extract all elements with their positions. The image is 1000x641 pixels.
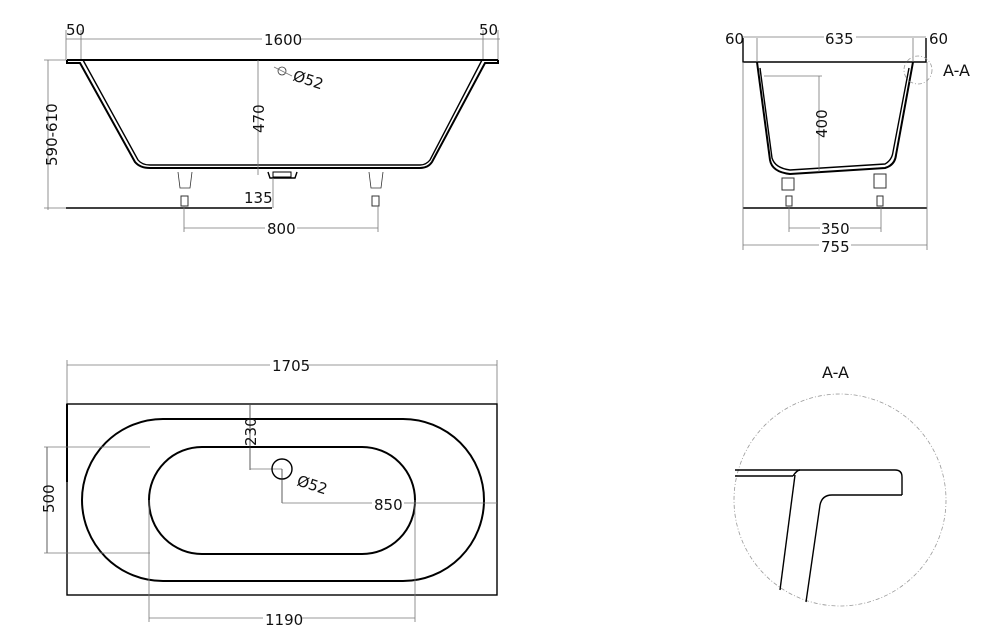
dim-side-rim-right: 50: [479, 21, 498, 39]
dim-end-rim-left: 60: [725, 30, 744, 48]
end-view: 60 635 60 A-A 400 350 755: [725, 29, 970, 256]
dim-side-feet: 800: [267, 220, 296, 238]
dim-top-inner-width: 500: [40, 484, 58, 513]
dim-top-drain-end: 850: [374, 496, 403, 514]
dim-side-length: 1600: [264, 31, 302, 49]
top-view: 1705 230 Ø52 850 500 1190: [40, 357, 498, 629]
dim-end-depth: 400: [813, 109, 831, 138]
dim-side-depth: 470: [250, 104, 268, 133]
section-marker: A-A: [943, 61, 970, 80]
side-view: 50 1600 50 590-610 470 Ø52 135 8: [43, 21, 500, 238]
dim-top-length: 1705: [272, 357, 310, 375]
dim-top-drain: Ø52: [295, 472, 330, 499]
dim-side-height: 590-610: [43, 103, 61, 166]
detail-title: A-A: [822, 363, 849, 382]
dim-side-drain: Ø52: [291, 67, 326, 94]
dim-side-drain-height: 135: [244, 189, 273, 207]
dim-side-rim-left: 50: [66, 21, 85, 39]
dim-end-total: 755: [821, 238, 850, 256]
dim-end-width: 635: [825, 30, 854, 48]
detail-view: A-A: [733, 363, 947, 607]
dim-top-drain-offset: 230: [242, 417, 260, 446]
dim-top-inner-length: 1190: [265, 611, 303, 629]
dim-end-feet: 350: [821, 220, 850, 238]
dim-end-rim-right: 60: [929, 30, 948, 48]
